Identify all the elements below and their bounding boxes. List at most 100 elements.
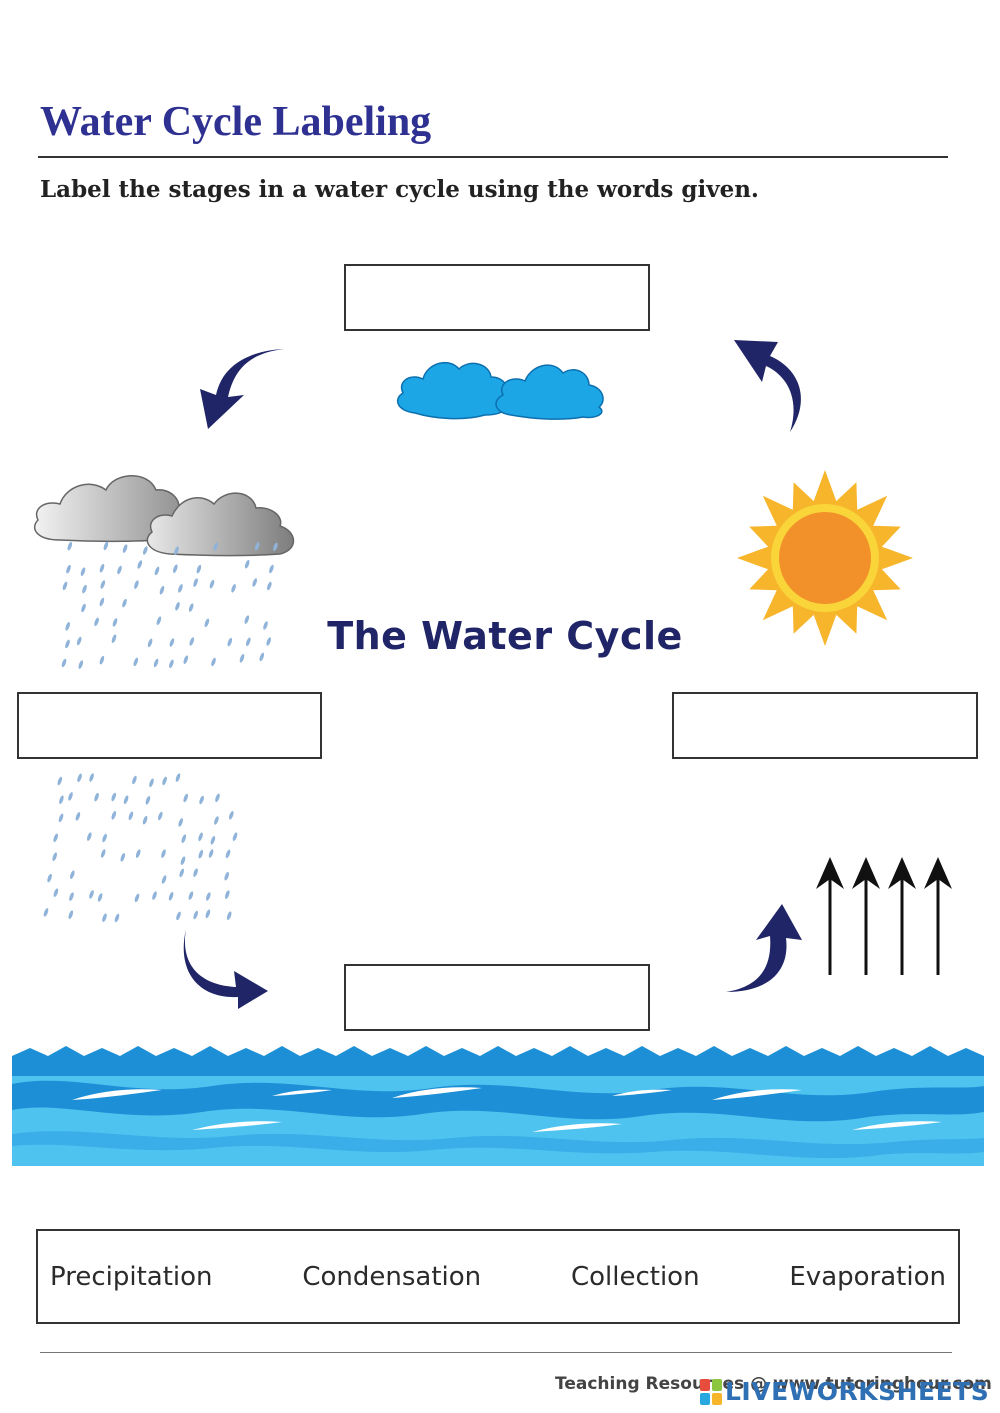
raindrop bbox=[188, 603, 194, 612]
raindrop bbox=[183, 655, 189, 664]
answer-input-left[interactable] bbox=[19, 694, 320, 757]
brand-name: LIVEWORKSHEETS bbox=[725, 1377, 990, 1406]
raindrop bbox=[97, 893, 103, 902]
raindrop bbox=[209, 579, 215, 589]
raindrop bbox=[188, 891, 194, 900]
raindrop bbox=[159, 585, 165, 595]
word-bank-item[interactable]: Evaporation bbox=[789, 1261, 946, 1292]
raindrop bbox=[232, 832, 238, 841]
raindrop bbox=[53, 833, 58, 843]
raindrop bbox=[179, 868, 184, 878]
raindrops-upper bbox=[61, 541, 278, 669]
raindrop bbox=[267, 581, 272, 591]
up-arrow-head bbox=[924, 857, 952, 889]
raindrop bbox=[156, 616, 162, 625]
raindrop bbox=[168, 892, 174, 901]
answer-box-top[interactable] bbox=[344, 264, 650, 331]
raindrop bbox=[269, 564, 274, 574]
cloud-icon bbox=[396, 361, 604, 420]
raindrop bbox=[57, 776, 63, 786]
raindrop bbox=[193, 910, 198, 920]
raindrop bbox=[134, 580, 139, 589]
raindrop bbox=[94, 792, 99, 802]
raindrop bbox=[180, 856, 186, 865]
water-waves-icon bbox=[12, 1046, 984, 1166]
raindrop bbox=[59, 795, 64, 804]
raindrop bbox=[169, 638, 175, 647]
raindrop bbox=[214, 816, 219, 825]
raindrop bbox=[193, 868, 198, 877]
word-bank-item[interactable]: Collection bbox=[570, 1261, 700, 1292]
raindrop bbox=[100, 580, 106, 589]
raindrop bbox=[252, 578, 257, 587]
raindrop bbox=[198, 849, 204, 859]
raindrop bbox=[68, 792, 73, 801]
raindrop bbox=[162, 776, 167, 786]
raindrop bbox=[122, 544, 128, 553]
raindrop bbox=[213, 542, 218, 551]
raindrop bbox=[161, 849, 166, 858]
raindrop bbox=[161, 875, 167, 884]
raindrop bbox=[111, 792, 116, 802]
raindrop bbox=[67, 541, 73, 551]
raindrop bbox=[128, 811, 134, 821]
raindrop bbox=[205, 909, 211, 919]
raindrop bbox=[239, 654, 245, 663]
raindrop bbox=[133, 657, 139, 667]
raindrop bbox=[94, 617, 99, 627]
raindrop bbox=[135, 849, 141, 858]
raindrop bbox=[102, 833, 107, 843]
raindrop bbox=[43, 908, 49, 917]
answer-input-top[interactable] bbox=[346, 266, 648, 329]
raindrop bbox=[224, 871, 229, 881]
word-bank-item[interactable]: Precipitation bbox=[50, 1261, 213, 1292]
raindrop bbox=[99, 597, 105, 607]
curved-arrow-icon bbox=[734, 340, 801, 432]
rain-cloud-icon bbox=[33, 475, 295, 557]
raindrop bbox=[273, 542, 278, 552]
curved-arrow-icon bbox=[200, 349, 284, 429]
raindrop bbox=[227, 637, 233, 647]
raindrop bbox=[174, 546, 179, 555]
raindrop bbox=[87, 832, 92, 841]
raindrop bbox=[99, 655, 105, 665]
raindrop bbox=[173, 564, 178, 573]
raindrop bbox=[176, 911, 181, 921]
answer-box-left[interactable] bbox=[17, 692, 322, 759]
raindrop bbox=[122, 598, 127, 608]
raindrop bbox=[193, 578, 198, 587]
raindrop bbox=[123, 795, 129, 804]
answer-input-bottom[interactable] bbox=[346, 966, 648, 1029]
word-bank: Precipitation Condensation Collection Ev… bbox=[36, 1229, 960, 1324]
raindrop bbox=[103, 541, 109, 551]
answer-box-bottom[interactable] bbox=[344, 964, 650, 1031]
raindrop bbox=[231, 584, 236, 593]
word-bank-item[interactable]: Condensation bbox=[302, 1261, 482, 1292]
raindrop bbox=[206, 892, 211, 901]
raindrop bbox=[143, 546, 148, 555]
up-arrow-icon bbox=[816, 857, 952, 975]
raindrop bbox=[137, 560, 143, 569]
raindrop bbox=[169, 659, 174, 669]
raindrop bbox=[199, 795, 204, 805]
brand-logo[interactable]: LIVEWORKSHEETS bbox=[700, 1377, 989, 1406]
title-divider bbox=[38, 156, 948, 158]
instruction-text: Label the stages in a water cycle using … bbox=[40, 176, 759, 203]
raindrop bbox=[89, 773, 94, 782]
up-arrow-head bbox=[816, 857, 844, 889]
raindrop bbox=[189, 637, 195, 646]
raindrop bbox=[215, 793, 220, 803]
raindrop bbox=[183, 793, 188, 803]
page-title: Water Cycle Labeling bbox=[40, 99, 432, 145]
raindrop bbox=[152, 891, 157, 900]
raindrop bbox=[211, 657, 216, 667]
raindrop bbox=[225, 849, 231, 859]
answer-input-right[interactable] bbox=[674, 694, 976, 757]
raindrop bbox=[208, 849, 214, 858]
answer-box-right[interactable] bbox=[672, 692, 978, 759]
raindrop bbox=[178, 818, 183, 827]
raindrop bbox=[52, 852, 57, 861]
sun-core bbox=[779, 512, 871, 604]
raindrop bbox=[68, 910, 74, 919]
raindrop bbox=[65, 622, 70, 631]
